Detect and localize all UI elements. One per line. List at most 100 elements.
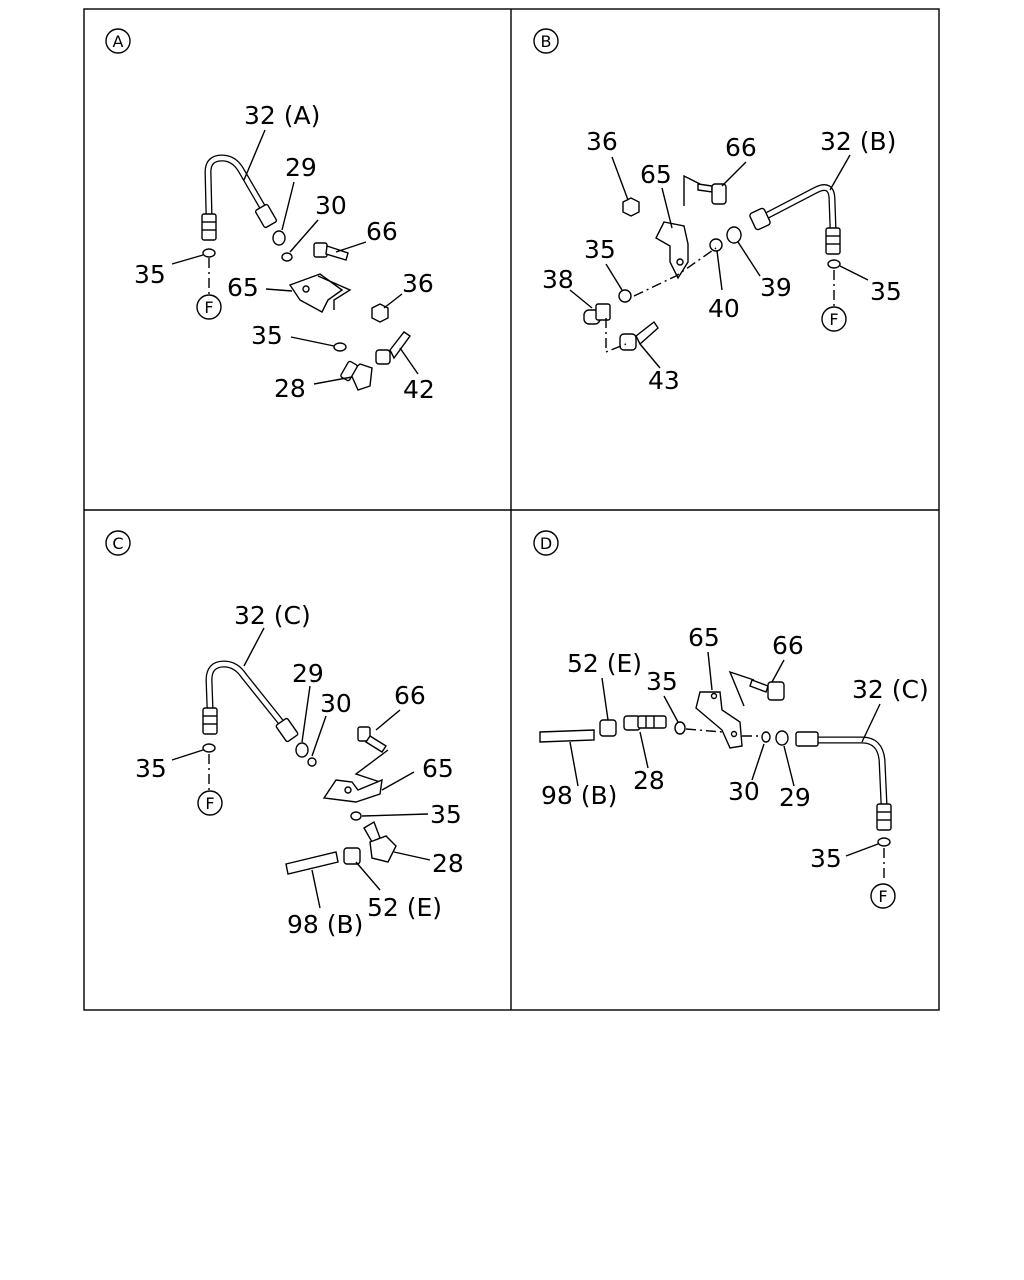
washer-35 [674, 721, 686, 735]
ref-f-d: F [870, 883, 896, 909]
label-98b: 98 (B) [287, 910, 363, 939]
label-35-left: 35 [646, 667, 678, 696]
ref-f-b-letter: F [829, 310, 838, 329]
flare-nut-29 [775, 730, 789, 746]
ref-f-c-letter: F [205, 794, 214, 813]
label-38: 38 [542, 265, 574, 294]
label-36: 36 [586, 127, 618, 156]
washer-35-lower [350, 811, 362, 821]
panel-a-badge: A [105, 28, 131, 54]
nut-36 [622, 197, 640, 217]
bracket-65 [322, 778, 383, 803]
label-28: 28 [432, 849, 464, 878]
label-35-lower: 35 [430, 800, 462, 829]
label-66: 66 [366, 217, 398, 246]
panel-d-badge-letter: D [540, 534, 552, 553]
label-65: 65 [640, 160, 672, 189]
flare-nut-29 [295, 742, 309, 758]
washer-35-right [827, 259, 841, 269]
union-28 [363, 820, 397, 863]
brake-pipe-a [201, 154, 278, 241]
label-29: 29 [292, 659, 324, 688]
label-65: 65 [227, 273, 259, 302]
washer-30 [281, 252, 293, 262]
label-32a: 32 (A) [244, 101, 320, 130]
bolt-66 [749, 679, 785, 701]
label-30: 30 [728, 777, 760, 806]
washer-35-right [877, 837, 891, 847]
label-65: 65 [422, 754, 454, 783]
label-65: 65 [688, 623, 720, 652]
leaders-d [569, 651, 881, 857]
brake-pipe-d [795, 731, 892, 831]
flare-nut-29 [272, 230, 286, 246]
washer-30 [307, 757, 317, 767]
label-66: 66 [725, 133, 757, 162]
label-32c: 32 (C) [852, 675, 929, 704]
label-66: 66 [394, 681, 426, 710]
washer-39 [726, 226, 742, 244]
label-32b: 32 (B) [820, 127, 896, 156]
label-43: 43 [648, 366, 680, 395]
pipe-43 [619, 320, 659, 351]
label-66: 66 [772, 631, 804, 660]
panel-c: C [105, 530, 464, 939]
label-98b: 98 (B) [541, 781, 617, 810]
label-36: 36 [402, 269, 434, 298]
panel-b-badge: B [533, 28, 559, 54]
panel-b-badge-letter: B [541, 32, 552, 51]
washer-30 [761, 731, 771, 743]
brake-pipe-c [202, 660, 299, 743]
label-42: 42 [403, 375, 435, 404]
washer-35 [618, 289, 632, 303]
panel-c-badge-letter: C [112, 534, 123, 553]
pipe-98b [285, 851, 339, 875]
label-35-upper: 35 [134, 260, 166, 289]
leaders-c [171, 627, 431, 909]
bolt-66 [357, 726, 387, 753]
ref-f-a: F [196, 294, 222, 320]
label-29: 29 [779, 783, 811, 812]
leaders-a [171, 129, 419, 385]
washer-40 [709, 238, 723, 252]
label-39: 39 [760, 273, 792, 302]
bracket-65 [655, 221, 689, 280]
ref-f-b: F [821, 306, 847, 332]
nut-52e [343, 847, 361, 865]
label-40: 40 [708, 294, 740, 323]
bracket-65 [288, 273, 344, 313]
union-38 [583, 303, 611, 325]
bolt-66 [697, 183, 727, 205]
ref-f-d-letter: F [878, 887, 887, 906]
label-30: 30 [315, 191, 347, 220]
label-35-upper: 35 [135, 754, 167, 783]
bolt-66 [313, 242, 349, 261]
label-32c: 32 (C) [234, 601, 311, 630]
washer-35-lower [333, 342, 347, 352]
ref-f-c: F [197, 790, 223, 816]
ref-f-a-letter: F [204, 298, 213, 317]
panel-d-badge: D [533, 530, 559, 556]
union-28 [623, 715, 667, 731]
pipe-98b [539, 729, 595, 743]
bracket-65 [695, 691, 743, 749]
leaders-b [569, 154, 869, 369]
union-28 [340, 360, 373, 391]
panel-d: D [533, 530, 929, 909]
label-29: 29 [285, 153, 317, 182]
nut-52e [599, 719, 617, 737]
panel-a-badge-letter: A [113, 32, 124, 51]
nut-36 [371, 303, 389, 323]
label-52e: 52 (E) [567, 649, 642, 678]
brake-pipe-b [749, 184, 841, 255]
washer-35-upper [202, 248, 216, 258]
panel-c-badge: C [105, 530, 131, 556]
label-35-left: 35 [584, 235, 616, 264]
label-35-right: 35 [810, 844, 842, 873]
label-35-right: 35 [870, 277, 902, 306]
panel-a: A [105, 28, 435, 404]
label-52e: 52 (E) [367, 893, 442, 922]
label-35-lower: 35 [251, 321, 283, 350]
panel-b: B [533, 28, 902, 395]
